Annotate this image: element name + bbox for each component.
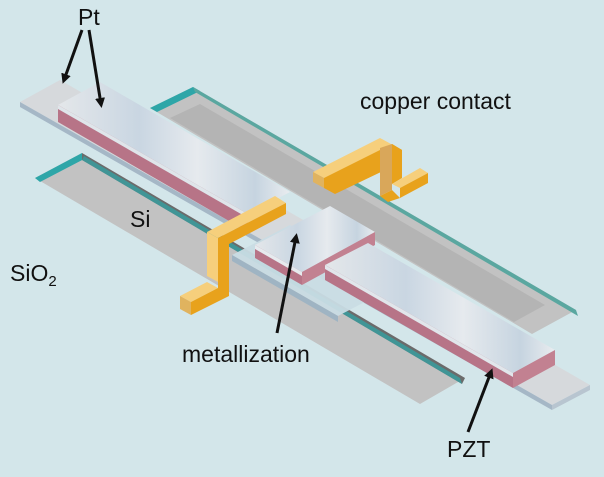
silicon-trench-upper: [150, 87, 578, 334]
pt-arrow-1: [61, 29, 84, 84]
label-sio2-subscript: 2: [48, 273, 57, 290]
copper-contact-right: [313, 138, 428, 202]
label-pzt: PZT: [447, 436, 491, 462]
metallization-arrow: [275, 233, 300, 334]
label-si: Si: [130, 206, 151, 232]
label-pt: Pt: [78, 4, 100, 30]
label-sio2: SiO2: [10, 260, 57, 290]
pt-arrows: [61, 29, 105, 108]
label-metallization: metallization: [182, 341, 310, 367]
pzt-beam-left: [58, 82, 290, 232]
pzt-beam-right: [325, 243, 555, 388]
pzt-arrow: [466, 368, 494, 433]
copper-contact-left: [180, 196, 286, 315]
pt-arrow-2: [87, 29, 105, 108]
label-copper-contact: copper contact: [360, 88, 511, 114]
label-sio2-base: SiO: [10, 260, 49, 286]
